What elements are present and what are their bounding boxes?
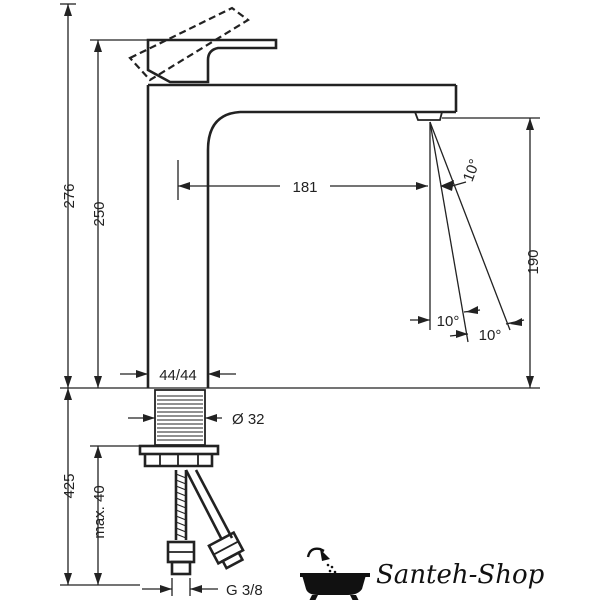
- label-outlet-height: 190: [525, 249, 542, 274]
- dimension-labels: 276 250 181 190 10° 10° 10° 44/44 Ø 32 4…: [61, 157, 542, 599]
- label-angle-mid: 10°: [437, 313, 460, 330]
- label-total-height: 276: [61, 183, 78, 208]
- dimension-lines: [60, 3, 540, 596]
- brand-logo: Santeh-Shop: [300, 547, 545, 600]
- bathtub-shower-icon: [300, 547, 370, 600]
- hose-braid-line: [175, 503, 187, 509]
- hose-braid-line: [175, 521, 187, 527]
- label-hose-length: 425: [61, 473, 78, 498]
- hose-braid-line: [175, 473, 187, 479]
- hose-braid-line: [175, 479, 187, 485]
- faucet-body: [146, 83, 458, 388]
- label-projection: 181: [292, 179, 317, 196]
- label-shank-diameter: Ø 32: [232, 411, 265, 428]
- hose-braid-line: [175, 533, 187, 539]
- label-angle-outer: 10°: [479, 327, 502, 344]
- label-max-counter: max. 40: [91, 485, 108, 538]
- flexible-hoses: [166, 469, 245, 576]
- label-connection: G 3/8: [226, 582, 263, 599]
- hose-braid-line: [175, 509, 187, 515]
- hose-braid-line: [175, 515, 187, 521]
- hose-braid-line: [175, 527, 187, 533]
- label-angle-top: 10°: [460, 157, 484, 184]
- hose-braid-line: [175, 497, 187, 503]
- lever-handle: [128, 6, 278, 84]
- label-base-size: 44/44: [159, 367, 197, 384]
- hose-braid-line: [175, 491, 187, 497]
- dimension-arrowheads: [64, 4, 534, 593]
- brand-name: Santeh-Shop: [376, 560, 545, 590]
- threaded-shank: [138, 389, 220, 468]
- label-spout-height: 250: [91, 201, 108, 226]
- hose-braid-line: [175, 485, 187, 491]
